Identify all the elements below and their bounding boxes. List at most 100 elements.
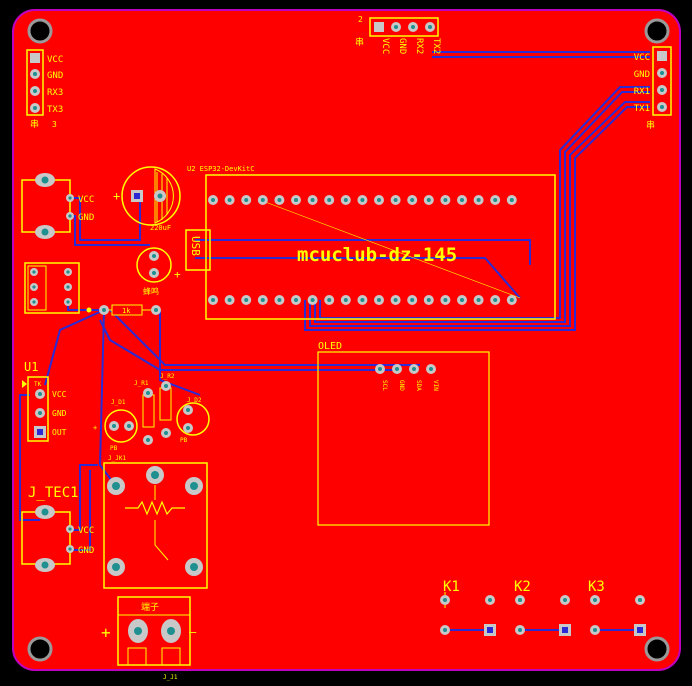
key-label: K2	[514, 579, 531, 595]
power-connector: VCC GND	[21, 173, 94, 239]
key-k3: K3	[588, 579, 646, 636]
board-title: mcuclub-dz-145	[297, 244, 457, 266]
pin-label: TX1	[634, 104, 650, 114]
trace	[304, 106, 650, 331]
mcu-pad-hole	[509, 198, 514, 202]
pot-label: J_JK1	[108, 455, 126, 462]
pin-label: RX3	[47, 88, 63, 98]
trace	[319, 86, 650, 319]
mcu-pad-hole	[460, 198, 464, 202]
terminal-minus: —	[189, 625, 197, 639]
pin-label: VCC	[78, 195, 94, 205]
mcu-pad-hole	[327, 198, 332, 202]
led-sub: PB	[180, 437, 188, 444]
trace	[309, 101, 650, 327]
side-label: 串	[355, 37, 364, 48]
mcu-pad-hole	[211, 198, 215, 202]
keys: K1 K2 K3	[440, 579, 646, 636]
mcu-pad-hole	[393, 298, 398, 302]
trace	[44, 309, 105, 386]
buzzer: + 蜂鸣	[136, 247, 181, 296]
trace	[70, 195, 141, 241]
pin-label: OUT	[52, 428, 67, 437]
led-group: J_D1 PB + J_R1 J_R2 J_D2 PB	[93, 373, 210, 452]
mcu-pad-hole	[509, 298, 514, 302]
relay-block	[24, 262, 92, 314]
trace	[99, 319, 395, 371]
header-left: VCC GND RX3 TX3 串 3	[26, 49, 63, 130]
mount-hole	[27, 636, 53, 662]
mcu-pad-hole	[227, 298, 232, 302]
u1-label: U1	[24, 360, 38, 374]
mcu-pad-hole	[410, 198, 415, 202]
pin-label: VCC	[52, 390, 67, 399]
resistor-label: J_R2	[160, 373, 175, 380]
pin-label: GND	[52, 409, 67, 418]
mcu-pad-hole	[443, 198, 448, 202]
resistor-label: J_R1	[134, 380, 149, 387]
mcu-pad-hole	[476, 198, 481, 202]
mcu-pad-hole	[277, 298, 282, 302]
pin-label: GND	[397, 38, 407, 54]
mcu-label: U2 ESP32-DevKitC	[187, 165, 254, 173]
mcu-pad-hole	[260, 298, 265, 302]
key-label: K3	[588, 579, 605, 595]
mcu-pad-hole	[294, 298, 298, 302]
mcu-bottom-pins	[208, 295, 517, 305]
resistor-1k: 1k	[99, 304, 161, 316]
mcu-pad-hole	[426, 298, 431, 302]
mcu-pad-hole	[377, 298, 381, 302]
pin-label: VCC	[380, 38, 390, 54]
mcu-pad-hole	[244, 298, 249, 302]
trace	[19, 394, 40, 521]
trace	[195, 239, 531, 265]
key-k2: K2	[514, 579, 571, 636]
mcu-pad-hole	[310, 198, 315, 202]
key-k1: K1	[440, 579, 496, 636]
mcu-pad-hole	[327, 298, 332, 302]
usb-outline	[185, 229, 211, 271]
header-right: VCC GND RX1 TX1 串	[634, 46, 672, 131]
terminal-label: 端子	[141, 601, 159, 613]
mcu-pad-hole	[211, 298, 215, 302]
capacitor: + 220uF	[113, 166, 181, 232]
pin-label: GND	[634, 70, 650, 80]
mcu-pad-hole	[393, 198, 398, 202]
mcu-pad-hole	[244, 198, 249, 202]
mcu-pad-hole	[426, 198, 431, 202]
buzzer-polarity: +	[174, 268, 181, 281]
trace	[109, 309, 420, 366]
mount-hole	[27, 18, 53, 44]
trace	[98, 309, 116, 486]
terminal-block: 端子 + — J_J1	[101, 596, 197, 681]
mcu-pad-hole	[343, 198, 348, 202]
pin-label: VCC	[78, 526, 94, 536]
mcu-pad-hole	[343, 298, 348, 302]
pin-label: SCL	[381, 380, 388, 391]
pin-label: SDA	[415, 380, 422, 391]
mcu-pad-hole	[360, 198, 365, 202]
mcu-pad-hole	[360, 298, 365, 302]
pin-label: RX2	[414, 38, 424, 54]
trace	[195, 257, 521, 299]
mcu-pad-hole	[460, 298, 464, 302]
pin-label: RX1	[634, 87, 650, 97]
oled-label: OLED	[318, 341, 342, 352]
pin-label: VCC	[47, 55, 63, 65]
side-num: 3	[52, 120, 57, 129]
mcu-pad-hole	[443, 298, 448, 302]
led-label: J_D1	[111, 399, 126, 406]
mcu-pad-hole	[294, 198, 298, 202]
side-label: 串	[646, 120, 655, 131]
mount-hole	[644, 18, 670, 44]
resistor-value: 1k	[122, 307, 131, 315]
trace	[70, 464, 98, 531]
terminal-ref: J_J1	[163, 674, 178, 681]
mcu-pad-hole	[277, 198, 282, 202]
usb-label: USB	[189, 236, 202, 256]
mcu-pad-hole	[227, 198, 232, 202]
terminal-plus: +	[101, 623, 111, 642]
potentiometer: J_JK1	[103, 455, 208, 589]
key-label: K1	[443, 579, 460, 595]
side-label: 串	[30, 119, 39, 130]
